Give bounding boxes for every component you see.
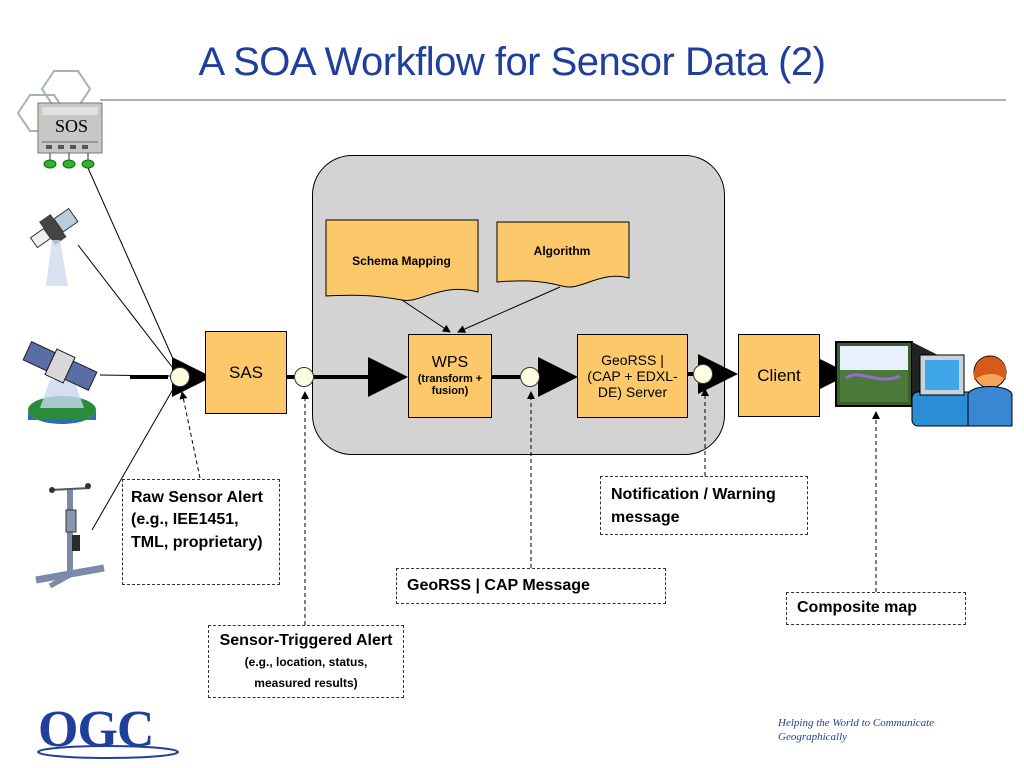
sensor-triggered-alert-subtext: (e.g., location, status, measured result…	[244, 654, 368, 690]
georss-cap-message-note: GeoRSS | CAP Message	[396, 568, 666, 604]
schema-mapping-label: Schema Mapping	[352, 254, 451, 268]
sensor-triggered-alert-text: Sensor-Triggered Alert	[219, 632, 393, 649]
notification-warning-text: Notification / Warning message	[611, 486, 776, 527]
algorithm-label: Algorithm	[533, 244, 591, 258]
composite-map-note: Composite map	[786, 592, 966, 625]
raw-sensor-alert-text: Raw Sensor Alert (e.g., IEE1451, TML, pr…	[131, 489, 263, 551]
station-to-junction-line	[91, 383, 177, 531]
sas-box: SAS	[205, 331, 287, 414]
satellite-to-junction-line	[77, 244, 177, 373]
satellite-globe-icon	[22, 341, 98, 424]
wps-sublabel: (transform + fusion)	[417, 372, 483, 398]
server-label: GeoRSS | (CAP + EDXL-DE) Server	[587, 351, 678, 401]
satellite-icon	[29, 207, 79, 249]
sas-label: SAS	[228, 362, 264, 382]
notification-warning-note: Notification / Warning message	[600, 476, 808, 535]
sos-device-icon	[37, 102, 103, 169]
junction-circle-input	[170, 367, 190, 387]
footer-tagline: Helping the World to Communicate Geograp…	[778, 717, 935, 744]
ogc-logo: OGC	[38, 701, 154, 758]
junction-circle-sas	[294, 367, 314, 387]
user-computer-icon	[911, 354, 1013, 427]
raw-sensor-alert-note: Raw Sensor Alert (e.g., IEE1451, TML, pr…	[122, 479, 280, 585]
composite-map-text: Composite map	[797, 599, 918, 616]
satellite-beam	[46, 240, 68, 286]
sensor-triggered-alert-note: Sensor-Triggered Alert (e.g., location, …	[208, 625, 404, 698]
page-title: A SOA Workflow for Sensor Data (2)	[198, 40, 826, 84]
algorithm-to-wps-arrow	[457, 286, 561, 333]
wps-box: WPS (transform + fusion)	[408, 334, 492, 418]
sos-label: SOS	[55, 116, 88, 136]
client-box: Client	[738, 334, 820, 417]
georss-cap-message-text: GeoRSS | CAP Message	[407, 577, 590, 594]
client-label: Client	[757, 365, 801, 385]
schema-to-wps-arrow	[401, 299, 451, 333]
weather-station-icon	[35, 483, 105, 589]
wps-label: WPS	[431, 354, 469, 372]
server-box: GeoRSS | (CAP + EDXL-DE) Server	[577, 334, 688, 418]
ogc-logo-swoosh	[37, 745, 179, 759]
raw-alert-connector	[179, 391, 201, 479]
title-rule	[100, 99, 1006, 101]
algorithm-doc	[496, 221, 630, 288]
sos-to-junction-line	[87, 167, 179, 371]
junction-circle-server	[693, 364, 713, 384]
junction-circle-wps	[520, 367, 540, 387]
